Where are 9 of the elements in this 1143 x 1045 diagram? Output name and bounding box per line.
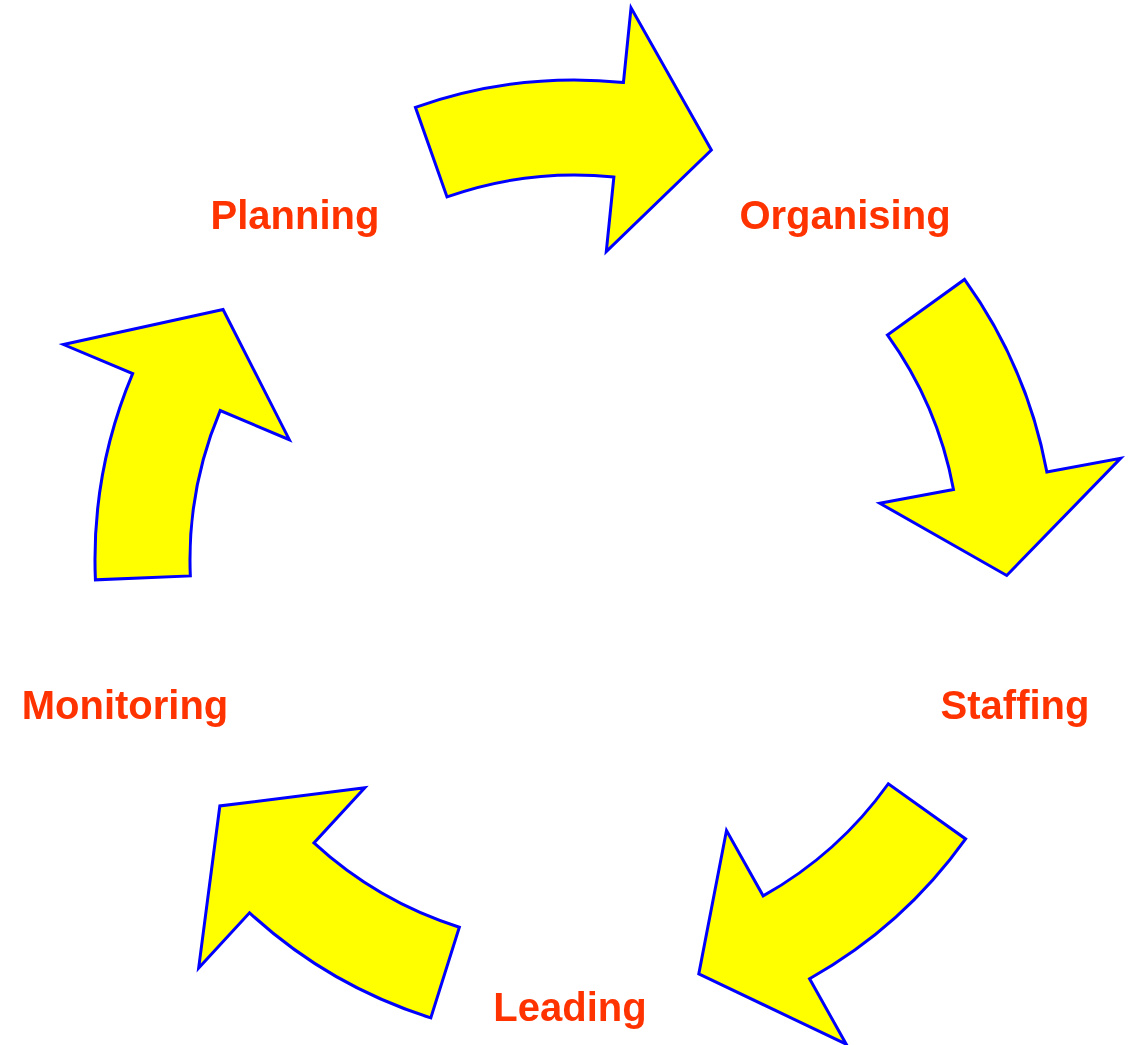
curved-arrow xyxy=(413,6,713,254)
stage-label: Staffing xyxy=(940,683,1090,727)
stage-label: Leading xyxy=(493,985,647,1029)
stage-label: Organising xyxy=(739,193,951,237)
curved-arrow xyxy=(878,277,1123,577)
stage-label: Monitoring xyxy=(21,683,229,727)
stage-label: Planning xyxy=(210,193,380,237)
curved-arrow xyxy=(197,786,461,1020)
curved-arrow xyxy=(697,782,968,1045)
